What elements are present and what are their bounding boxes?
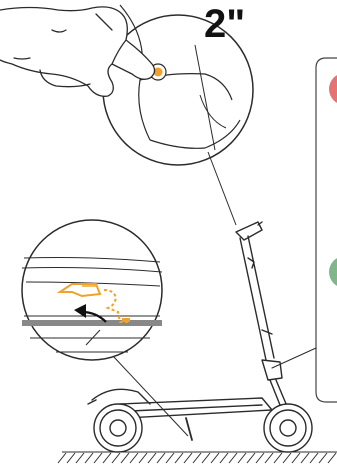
deck-stripe	[22, 320, 162, 326]
ground-hatch-mark	[247, 453, 255, 463]
ground-hatch-mark	[67, 453, 75, 463]
ground-hatch-mark	[103, 453, 111, 463]
front-wheel	[264, 404, 312, 452]
ground-hatch-mark	[139, 453, 147, 463]
ground-hatch-mark	[193, 453, 201, 463]
ground-hatch-mark	[175, 453, 183, 463]
status-indicator-red-icon	[329, 73, 337, 105]
ground-hatch-mark	[85, 453, 93, 463]
kickstand-icon	[186, 418, 192, 440]
ground-hatch-mark	[292, 453, 300, 463]
ground-hatch-mark	[121, 453, 129, 463]
ground-hatch-mark	[130, 453, 138, 463]
ground-hatch-mark	[220, 453, 228, 463]
press-duration-label: 2"	[204, 2, 245, 46]
ground-hatch-mark	[94, 453, 102, 463]
ground-hatch-mark	[202, 453, 210, 463]
status-indicator-green-icon	[329, 256, 337, 288]
ground-hatch-mark	[238, 453, 246, 463]
ground-hatch-mark	[256, 453, 264, 463]
ground-hatch-mark	[229, 453, 237, 463]
ground-hatch-mark	[148, 453, 156, 463]
ground-hatch-mark	[274, 453, 282, 463]
ground-hatch-mark	[58, 453, 66, 463]
ground-hatch-mark	[310, 453, 318, 463]
ground-hatch-mark	[301, 453, 309, 463]
ground-hatch-mark	[319, 453, 327, 463]
ground-hatch-mark	[184, 453, 192, 463]
ground-hatch-mark	[157, 453, 165, 463]
rear-wheel	[94, 404, 142, 452]
steering-stem	[240, 236, 274, 360]
status-panel	[316, 58, 337, 402]
ground-hatch-mark	[283, 453, 291, 463]
ground-hatch-mark	[265, 453, 273, 463]
ground-hatch-mark	[211, 453, 219, 463]
ground-hatch-mark	[112, 453, 120, 463]
ground-hatch-mark	[166, 453, 174, 463]
ground-hatch-mark	[76, 453, 84, 463]
ground-hatch-mark	[328, 453, 336, 463]
